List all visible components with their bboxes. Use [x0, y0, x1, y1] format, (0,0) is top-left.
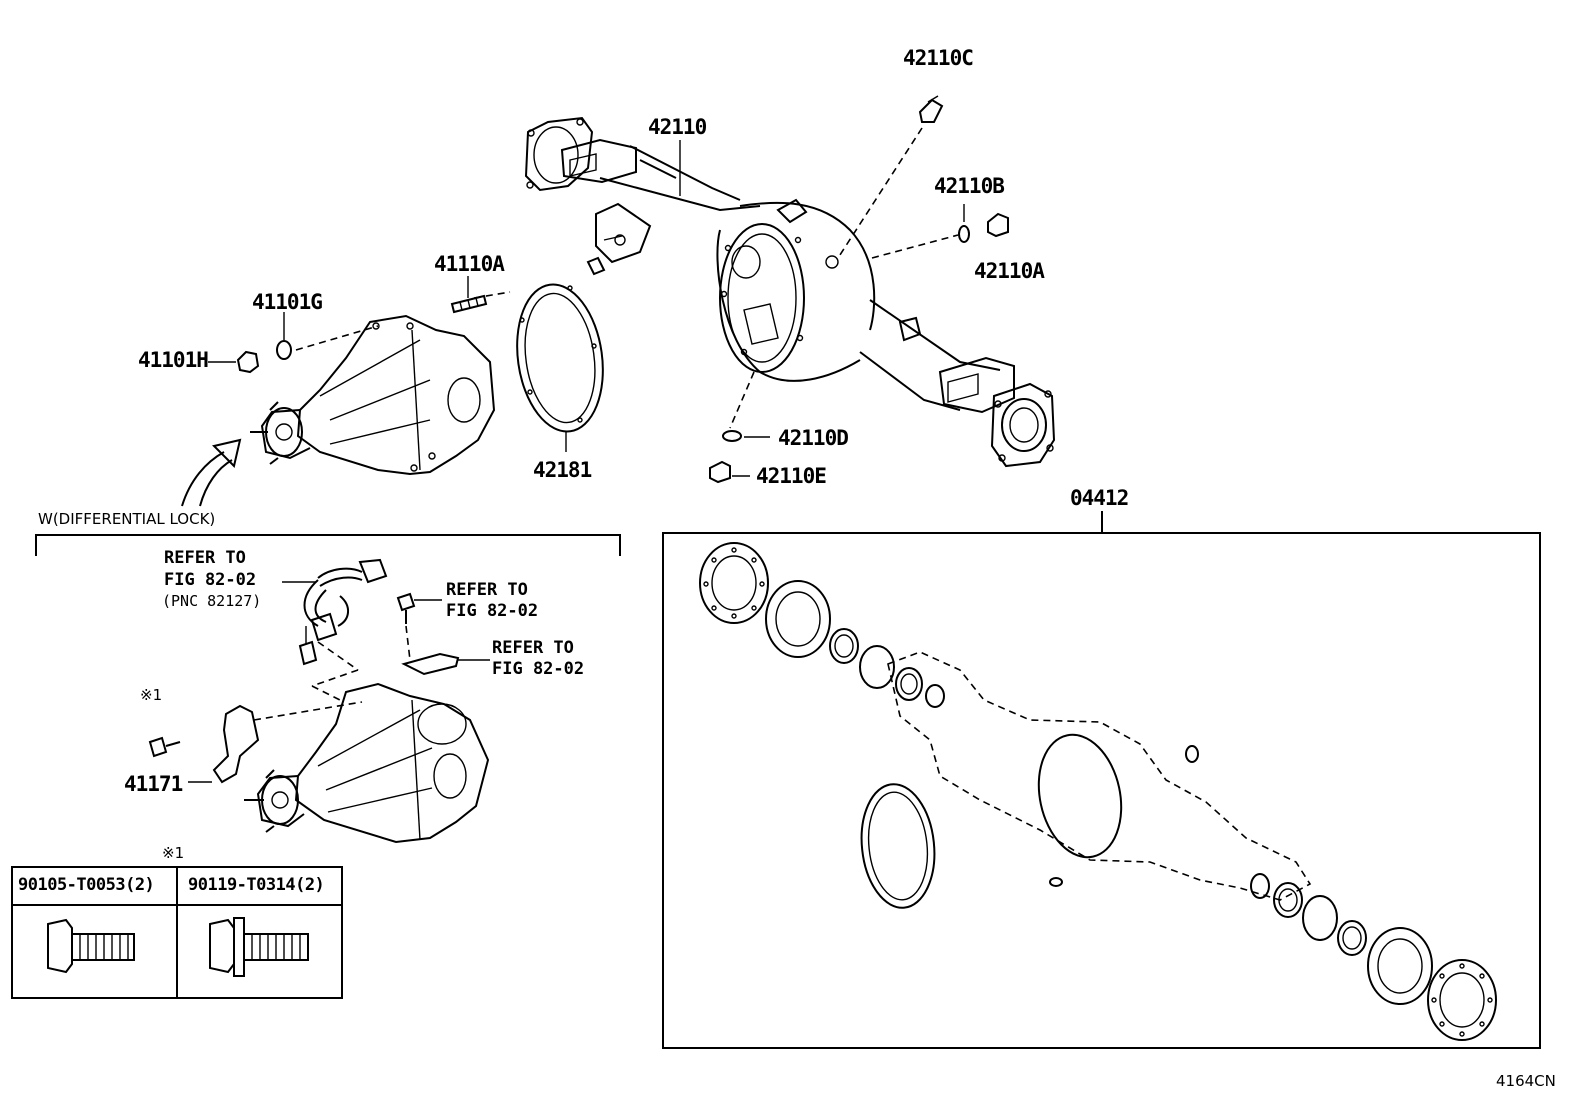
harness-refer-line3: (PNC 82127) — [162, 592, 262, 610]
figure-code: 4164CN — [1496, 1072, 1556, 1090]
label-42181: 42181 — [533, 458, 592, 482]
label-41101H: 41101H — [138, 348, 209, 372]
drain-plug-set — [871, 204, 1009, 259]
label-42110D: 42110D — [778, 426, 849, 450]
differential-carrier — [250, 291, 511, 476]
table-note-mark: ※1 — [162, 844, 185, 862]
label-41110A: 41110A — [434, 252, 505, 276]
label-42110E: 42110E — [756, 464, 827, 488]
harness-refer-line1: REFER TO — [164, 548, 246, 568]
bolt-note-mark: ※1 — [140, 686, 163, 704]
sensor-refer-line2: FIG 82-02 — [492, 659, 585, 679]
nut-washer — [208, 312, 292, 374]
bolt-refer-line2: FIG 82-02 — [446, 601, 539, 621]
bolt-table-col2: 90119-T0314(2) — [188, 875, 325, 895]
sensor-refer-line1: REFER TO — [492, 638, 574, 658]
bolt-refer-line1: REFER TO — [446, 580, 528, 600]
label-42110A: 42110A — [974, 259, 1045, 283]
label-42110C: 42110C — [903, 46, 974, 70]
harness-refer-line2: FIG 82-02 — [164, 570, 257, 590]
filler-plug-set — [709, 371, 770, 484]
label-42110: 42110 — [648, 115, 707, 139]
gasket-kit-box — [662, 511, 1541, 1049]
label-41101G: 41101G — [252, 290, 323, 314]
bolt-table-col1: 90105-T0053(2) — [18, 875, 155, 895]
arrow — [181, 438, 242, 507]
diff-lock-group — [148, 558, 490, 844]
diff-lock-caption: W(DIFFERENTIAL LOCK) — [38, 510, 216, 528]
vent-plug — [837, 95, 944, 259]
diff-lock-bracket — [35, 534, 621, 556]
label-42110B: 42110B — [934, 174, 1005, 198]
label-04412: 04412 — [1070, 486, 1129, 510]
bolt-table-frame — [11, 866, 343, 999]
axle-housing — [524, 116, 1056, 468]
label-41171: 41171 — [124, 772, 183, 796]
carrier-gasket — [516, 283, 604, 452]
stud-bolt — [450, 276, 488, 314]
